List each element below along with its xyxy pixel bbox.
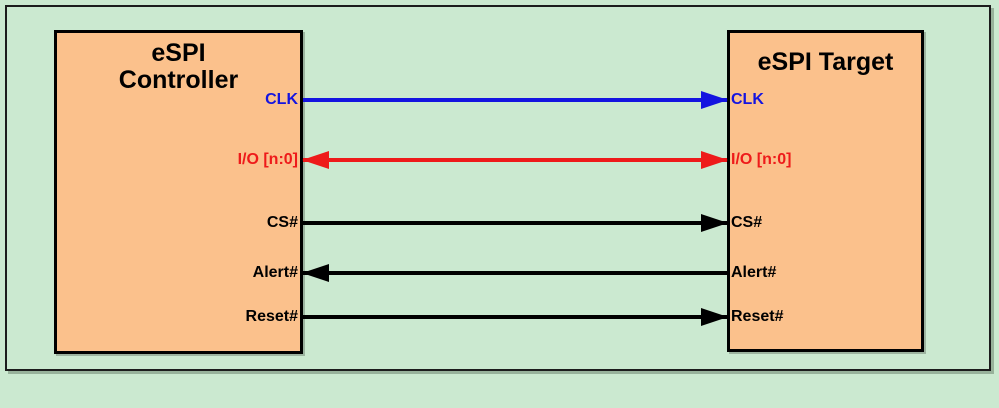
target-pin-label-io: I/O [n:0] [731, 151, 792, 168]
controller-pin-label-cs: CS# [266, 214, 298, 231]
target-title: eSPI Target [757, 48, 894, 76]
io-wire [302, 151, 728, 169]
cs-wire [303, 214, 728, 232]
controller-pin-label-clk: CLK [265, 91, 298, 108]
controller-title: eSPI Controller [118, 39, 239, 94]
arrowhead-right-icon [701, 151, 728, 169]
arrowhead-left-icon [302, 264, 329, 282]
espi-controller-block: eSPI Controller [54, 30, 303, 354]
controller-pin-label-io: I/O [n:0] [237, 151, 298, 168]
arrowhead-right-icon [701, 214, 728, 232]
target-pin-label-cs: CS# [731, 214, 763, 231]
diagram-frame [5, 5, 991, 371]
target-pin-label-alert: Alert# [731, 264, 777, 281]
signal-row-cs: CS# CS# [0, 212, 999, 234]
signal-row-alert: Alert# Alert# [0, 262, 999, 284]
signal-row-reset: Reset# Reset# [0, 306, 999, 328]
alert-wire [302, 264, 727, 282]
arrowhead-right-icon [701, 308, 728, 326]
controller-pin-label-alert: Alert# [252, 264, 298, 281]
signal-row-io: I/O [n:0] I/O [n:0] [0, 149, 999, 171]
arrowhead-left-icon [302, 151, 329, 169]
arrowhead-right-icon [701, 91, 728, 109]
target-pin-label-clk: CLK [731, 91, 764, 108]
target-pin-label-reset: Reset# [731, 308, 784, 325]
clk-wire [303, 91, 728, 109]
signal-row-clk: CLK CLK [0, 89, 999, 111]
espi-target-block: eSPI Target [727, 30, 924, 352]
controller-pin-label-reset: Reset# [245, 308, 298, 325]
reset-wire [303, 308, 728, 326]
